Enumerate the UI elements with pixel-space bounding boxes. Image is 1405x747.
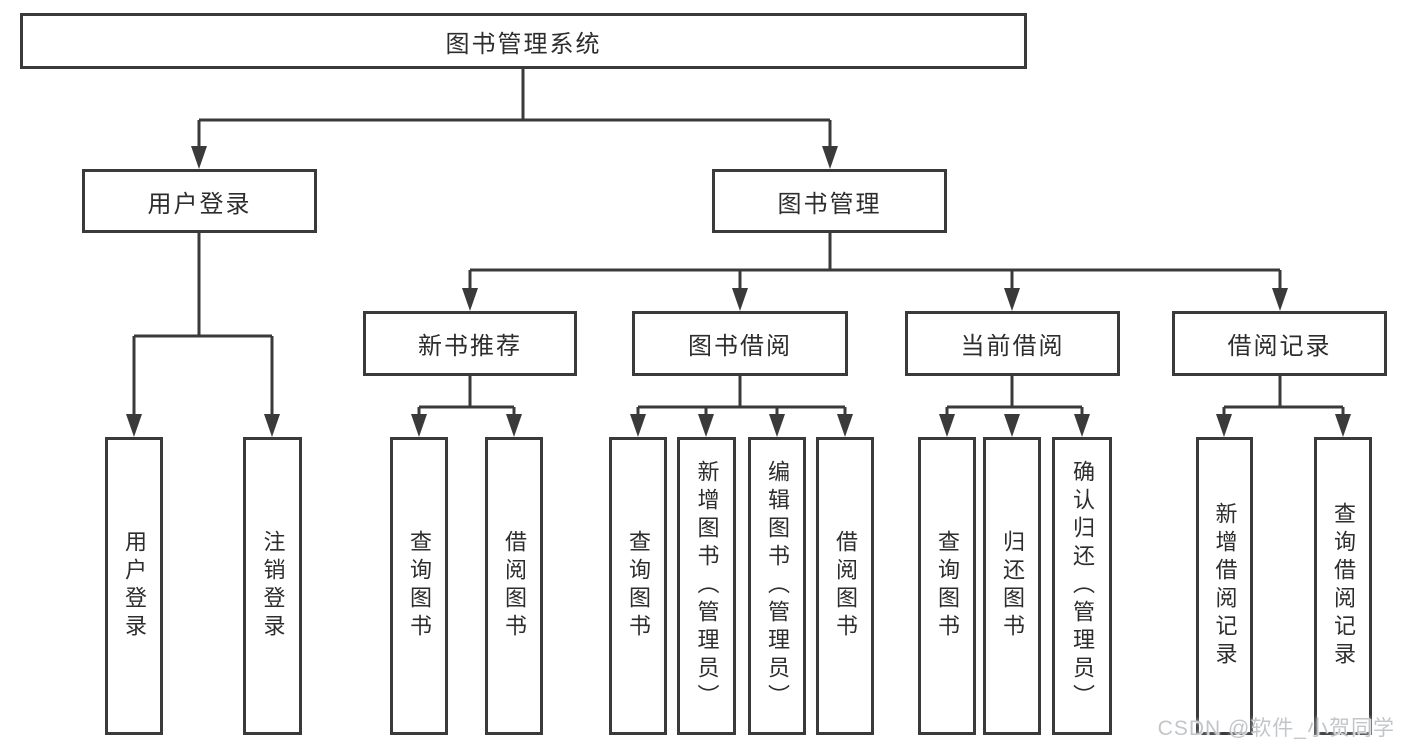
node-current-borrowing: 当前借阅	[905, 311, 1120, 376]
node-label: 注销登录	[260, 530, 286, 642]
node-label: 用户登录	[122, 530, 147, 642]
leaf-query-books: 查询图书	[918, 437, 976, 735]
node-label: 查询图书	[626, 530, 651, 642]
node-label: 借阅图书	[502, 530, 527, 642]
node-new-book-recommendation: 新书推荐	[363, 311, 577, 376]
node-label: 新书推荐	[418, 333, 522, 360]
leaf-logout: 注销登录	[243, 437, 302, 735]
node-label: 图书管理	[777, 190, 882, 218]
node-label: 确认归还（管理员）	[1070, 460, 1095, 712]
node-label: 借阅图书	[833, 530, 858, 642]
node-library-management-system: 图书管理系统	[20, 13, 1027, 69]
node-label: 图书借阅	[688, 333, 792, 360]
leaf-borrow-books: 借阅图书	[485, 437, 543, 735]
node-label: 编辑图书（管理员）	[765, 460, 790, 712]
node-user-login: 用户登录	[82, 169, 317, 233]
node-label: 新增图书（管理员）	[694, 460, 720, 712]
leaf-query-books: 查询图书	[609, 437, 667, 735]
node-label: 新增借阅记录	[1212, 502, 1238, 670]
node-book-borrowing: 图书借阅	[632, 311, 848, 376]
leaf-user-login: 用户登录	[105, 437, 163, 735]
node-label: 当前借阅	[960, 333, 1065, 360]
node-label: 借阅记录	[1227, 333, 1332, 360]
csdn-watermark: CSDN @软件_小贺同学	[1157, 717, 1395, 740]
leaf-add-borrow-record: 新增借阅记录	[1196, 437, 1253, 735]
node-label: 用户登录	[147, 190, 252, 218]
node-borrowing-records: 借阅记录	[1172, 311, 1387, 376]
leaf-confirm-return-admin: 确认归还（管理员）	[1052, 437, 1112, 735]
node-label: 查询图书	[935, 530, 960, 642]
leaf-borrow-books: 借阅图书	[816, 437, 874, 735]
leaf-query-books: 查询图书	[390, 437, 448, 735]
node-label: 图书管理系统	[445, 30, 602, 58]
node-label: 查询图书	[407, 530, 432, 642]
leaf-return-books: 归还图书	[983, 437, 1041, 735]
node-book-management: 图书管理	[712, 169, 947, 233]
leaf-add-books-admin: 新增图书（管理员）	[677, 437, 736, 735]
leaf-edit-books-admin: 编辑图书（管理员）	[748, 437, 806, 735]
node-label: 查询借阅记录	[1331, 502, 1356, 670]
leaf-query-borrow-record: 查询借阅记录	[1314, 437, 1372, 735]
node-label: 归还图书	[1000, 530, 1025, 642]
